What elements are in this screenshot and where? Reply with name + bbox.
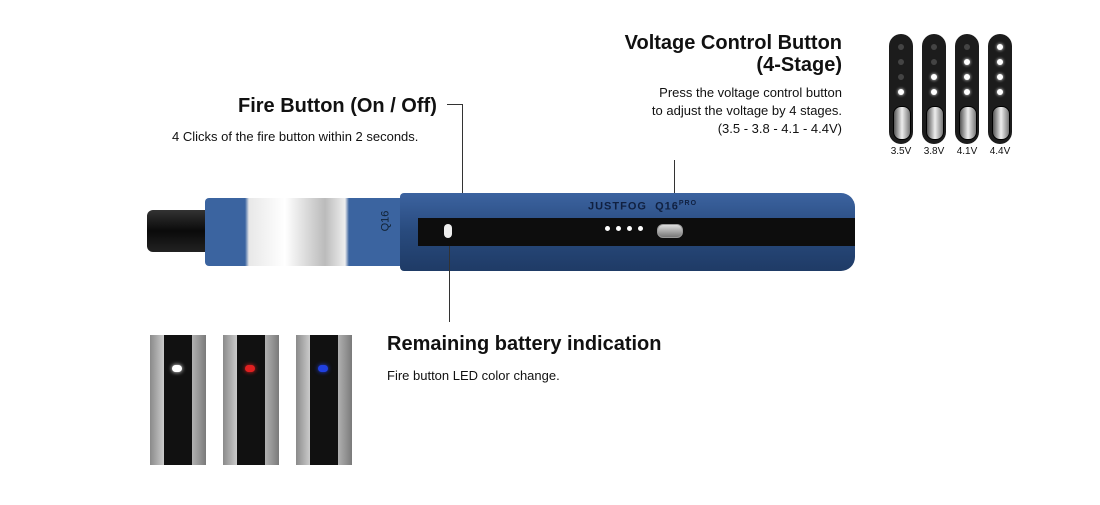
battery-title: Remaining battery indication <box>387 333 662 355</box>
stage-button-icon <box>893 106 911 140</box>
stage-led <box>997 44 1003 50</box>
voltage-stage-3 <box>955 34 979 144</box>
voltage-leds <box>605 226 643 231</box>
stage-button-icon <box>992 106 1010 140</box>
control-strip <box>237 335 265 465</box>
battery-led-example <box>150 335 206 465</box>
fire-leader-v <box>462 104 463 232</box>
stage-led <box>997 59 1003 65</box>
fire-button-desc: 4 Clicks of the fire button within 2 sec… <box>172 129 419 144</box>
stage-led <box>931 59 937 65</box>
stage-led <box>964 44 970 50</box>
led-light <box>245 365 255 372</box>
voltage-stage-2 <box>922 34 946 144</box>
tank <box>205 198 405 266</box>
drip-tip <box>147 210 212 252</box>
voltage-stage-1 <box>889 34 913 144</box>
battery-leader <box>449 246 450 322</box>
fire-button-title: Fire Button (On / Off) <box>238 95 437 117</box>
control-strip <box>164 335 192 465</box>
voltage-title-line2: (4-Stage) <box>756 54 842 76</box>
led-light <box>318 365 328 372</box>
stage-led <box>997 74 1003 80</box>
brand-label: JUSTFOG Q16PRO <box>588 200 698 213</box>
voltage-desc-3: (3.5 - 3.8 - 4.1 - 4.4V) <box>717 121 842 136</box>
battery-led-example <box>223 335 279 465</box>
stage-led <box>931 89 937 95</box>
led-light <box>172 365 182 372</box>
battery-desc: Fire button LED color change. <box>387 368 560 383</box>
stage-led <box>898 59 904 65</box>
stage-led <box>898 44 904 50</box>
stage-led <box>964 59 970 65</box>
voltage-stage-label: 4.4V <box>989 146 1011 157</box>
voltage-desc: Press the voltage control button to adju… <box>652 84 842 138</box>
control-strip <box>418 218 855 246</box>
voltage-stage-label: 4.1V <box>956 146 978 157</box>
battery-led-example <box>296 335 352 465</box>
stage-led <box>964 89 970 95</box>
voltage-stage-label: 3.5V <box>890 146 912 157</box>
voltage-control-button[interactable] <box>657 224 683 238</box>
stage-led <box>931 74 937 80</box>
stage-led <box>931 44 937 50</box>
voltage-stage-label: 3.8V <box>923 146 945 157</box>
fire-button[interactable] <box>444 224 452 238</box>
stage-button-icon <box>959 106 977 140</box>
stage-led <box>898 89 904 95</box>
stage-led <box>997 89 1003 95</box>
voltage-stage-4 <box>988 34 1012 144</box>
fire-leader-h <box>447 104 463 105</box>
voltage-title-line1: Voltage Control Button <box>624 32 842 54</box>
stage-led <box>964 74 970 80</box>
voltage-desc-1: Press the voltage control button <box>659 85 842 100</box>
voltage-desc-2: to adjust the voltage by 4 stages. <box>651 103 842 118</box>
control-strip <box>310 335 338 465</box>
stage-button-icon <box>926 106 944 140</box>
tank-model-label: Q16 <box>379 210 392 232</box>
stage-led <box>898 74 904 80</box>
voltage-title: Voltage Control Button (4-Stage) <box>625 32 842 76</box>
